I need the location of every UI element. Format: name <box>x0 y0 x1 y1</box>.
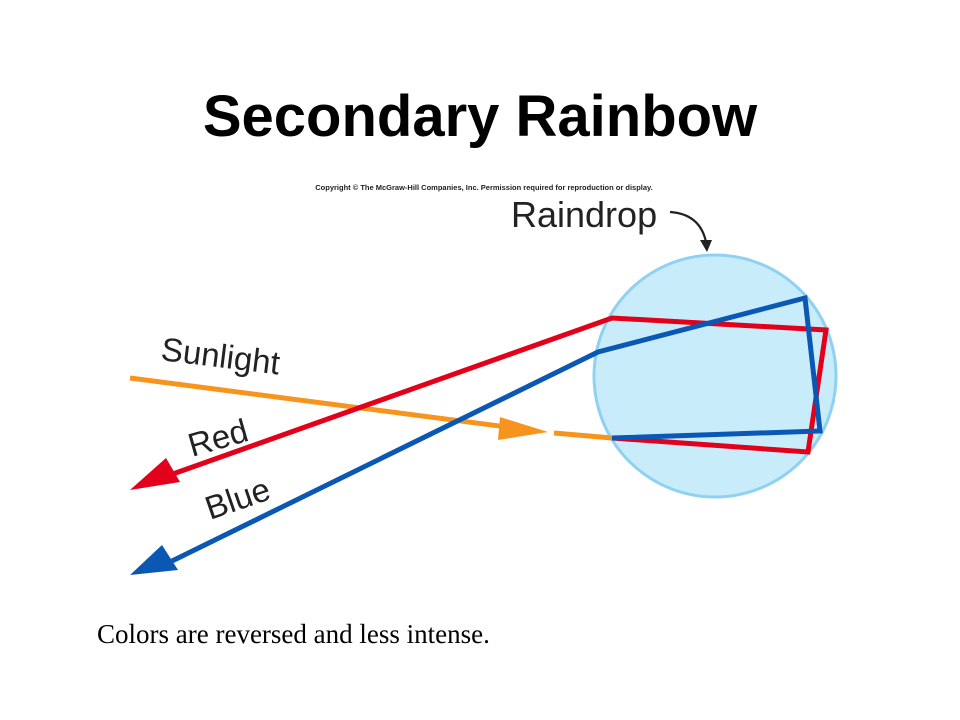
raindrop-pointer-arrowhead <box>700 240 712 252</box>
raindrop-pointer-arrow <box>669 210 708 243</box>
copyright-notice: Copyright © The McGraw-Hill Companies, I… <box>315 183 653 192</box>
red-ray <box>130 315 829 490</box>
slide-title: Secondary Rainbow <box>202 84 758 149</box>
caption-text: Colors are reversed and less intense. <box>97 619 490 649</box>
raindrop-circle <box>592 253 838 499</box>
red-label: Red <box>184 411 252 463</box>
raindrop-label: Raindrop <box>511 194 657 235</box>
sunlight-ray <box>129 375 613 441</box>
sunlight-label: Sunlight <box>159 330 282 381</box>
blue-ray <box>130 294 823 575</box>
